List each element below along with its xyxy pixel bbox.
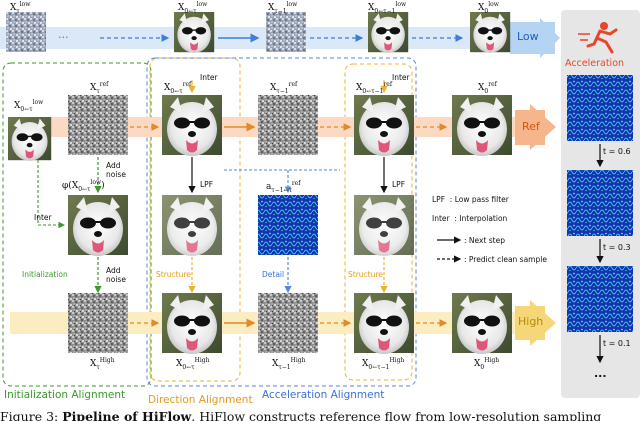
accel-ellipsis: ... xyxy=(594,367,607,380)
lpf-label-1: LPF xyxy=(200,180,214,189)
ref-pred-img-2 xyxy=(354,95,414,156)
label-x-0-ref: X0ref xyxy=(478,81,497,95)
low-img-2 xyxy=(174,12,215,53)
lpf-label-2: LPF xyxy=(392,180,406,189)
inter-left-label: Inter xyxy=(34,213,52,222)
detail-label: Detail xyxy=(262,270,285,279)
label-accel: aτ−1←τref xyxy=(266,180,301,194)
section-acceleration: Acceleration Alignment xyxy=(262,389,385,401)
lpf-img-1 xyxy=(162,195,222,256)
label-x-tau-ref: Xτref xyxy=(90,81,109,95)
accel-img-3 xyxy=(567,266,633,332)
high-tag: High xyxy=(518,315,544,328)
initialization-label: Initialization xyxy=(22,270,68,279)
high-row xyxy=(10,293,556,354)
low-img-4 xyxy=(368,12,409,53)
legend-predict: : Predict clean sample xyxy=(464,255,547,264)
figure-caption: Figure 3: Pipeline of HiFlow. HiFlow con… xyxy=(0,409,602,421)
label-x-tau-low: Xτlow xyxy=(10,1,31,15)
label-x-tau-1-high: Xτ−1High xyxy=(272,357,306,371)
label-x-0-tau-ref: X0←τref xyxy=(164,81,192,95)
low-row xyxy=(0,12,560,58)
high-pred-img-1 xyxy=(162,293,222,354)
t-value-2: t = 0.3 xyxy=(603,243,631,252)
low-img-1 xyxy=(6,12,46,52)
label-x-0-tau-1-ref: X0←τ−1ref xyxy=(356,81,393,95)
low-img-5 xyxy=(470,12,511,53)
acceleration-panel xyxy=(561,10,640,398)
ref-low-clean-img xyxy=(8,117,52,161)
accel-img-1 xyxy=(567,75,633,141)
label-x-0-tau-1-low: X0←τ−1low xyxy=(368,1,407,15)
structure-label-1: Structure xyxy=(156,270,191,279)
t-value-1: t = 0.6 xyxy=(603,147,631,156)
phi-img xyxy=(68,195,128,256)
label-x-0-high: X0High xyxy=(474,357,500,371)
accel-img-2 xyxy=(567,170,633,236)
section-direction: Direction Alignment xyxy=(148,394,253,406)
label-x-tau-1-low: Xτ−1low xyxy=(268,1,298,15)
legend-inter: Inter : Interpolation xyxy=(432,214,508,223)
ref-noise-img xyxy=(68,95,128,155)
high-final-img xyxy=(452,293,512,354)
structure-label-2: Structure xyxy=(348,270,383,279)
legend-lpf: LPF : Low pass filter xyxy=(432,195,509,204)
label-x-0-tau-low: X0←τlow xyxy=(178,1,208,15)
low-ellipsis-1: ··· xyxy=(58,31,69,44)
label-x-tau-1-ref: Xτ−1ref xyxy=(270,81,298,95)
label-x-0-tau-1-high: X0←τ−1High xyxy=(362,357,405,371)
add-noise-label-2: Add noise xyxy=(106,266,126,284)
ref-final-img xyxy=(452,95,512,156)
ref-pred-img-1 xyxy=(162,95,222,156)
legend-next-step: : Next step xyxy=(464,236,505,245)
middle-row xyxy=(37,80,414,294)
direction-box xyxy=(149,57,241,382)
acceleration-box-outer xyxy=(146,57,417,387)
accel-field-img xyxy=(258,195,318,255)
ref-tag: Ref xyxy=(522,120,540,133)
initialization-box xyxy=(2,62,152,387)
low-img-3 xyxy=(266,12,306,52)
label-x-0-tau-low-ref: X0←τlow xyxy=(14,99,44,113)
lpf-img-2 xyxy=(354,195,414,256)
high-noise-img-2 xyxy=(258,293,318,353)
t-value-3: t = 0.1 xyxy=(603,339,631,348)
runner-icon xyxy=(578,22,618,54)
section-initialization: Initialization Alignment xyxy=(4,389,126,401)
acceleration-title: Acceleration xyxy=(565,58,625,69)
inter-label-2: Inter xyxy=(392,73,410,82)
high-noise-img-1 xyxy=(68,293,128,353)
inter-label-1: Inter xyxy=(200,73,218,82)
add-noise-label-1: Add noise xyxy=(106,161,126,179)
ref-row xyxy=(8,95,556,161)
label-x-0-tau-high: X0←τHigh xyxy=(176,357,210,371)
label-phi: φ(X0←τlow) xyxy=(62,179,105,193)
label-x-0-low: X0low xyxy=(478,1,499,15)
low-tag: Low xyxy=(517,30,539,43)
label-x-tau-high: XτHigh xyxy=(90,357,115,371)
high-pred-img-2 xyxy=(354,293,414,354)
ref-noise-img-2 xyxy=(258,95,318,155)
